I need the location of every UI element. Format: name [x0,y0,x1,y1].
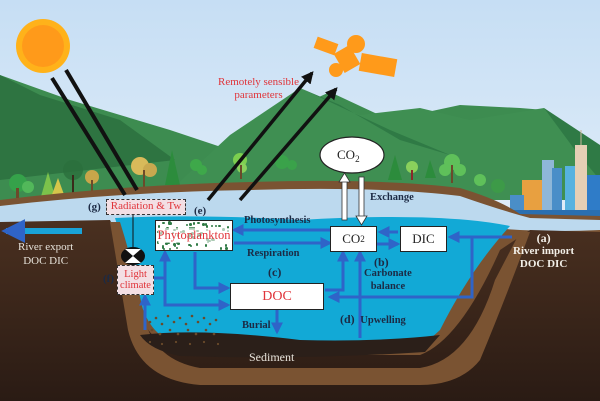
soil-band [110,222,530,385]
respiration-label: Respiration [247,248,300,259]
tag-f: (f) [103,273,114,285]
radiation-box: Radiation & Tw [106,199,186,215]
phytoplankton-dot [224,244,228,247]
river-export-line2: DOC DIC [23,255,69,267]
phytoplankton-dot [225,247,228,250]
secchi-disk-icon [121,247,145,265]
remote-sensing-ray-1 [206,71,314,202]
light-climate-box: Light climate [117,265,154,295]
phytoplankton-dot [162,247,166,250]
remote-sensing-ray-2 [238,87,338,202]
atmospheric-co2-node [319,136,385,174]
dic-box: DIC [400,226,447,252]
upwelling-text: Upwelling [360,315,406,326]
carbonate-line1: Carbonate [364,268,412,279]
atmospheric-co2-subscript: 2 [355,154,360,164]
trees-right [388,154,505,193]
sediment-label: Sediment [249,350,295,364]
river-import-label: (a) River import DOC DIC [513,232,574,270]
phytoplankton-label: Phytoplankton [157,228,231,243]
phytoplankton-dot [218,224,221,228]
exchange-arrows [338,172,368,226]
phytoplankton-dot [167,241,170,245]
arrow-river-import [327,235,512,303]
sun-ray-2 [64,68,139,192]
exchange-label: Exchange [370,192,414,203]
sun-ray-1 [50,76,127,197]
light-climate-line2: climate [120,280,151,291]
phytoplankton-dot [168,247,172,250]
phytoplankton-dot [173,243,176,246]
remote-sensing-label: Remotely sensible parameters [218,77,299,101]
phytoplankton-box: Phytoplankton [155,220,233,251]
mountain-middle-shade [300,88,450,155]
carbonate-line2: balance [370,280,406,292]
phytoplankton-dot [195,243,199,246]
atmospheric-co2-label: CO2 [337,148,360,164]
water-co2-base: CO [342,231,361,246]
flow-arrows [139,224,512,338]
city-skyline [505,130,600,216]
phytoplankton-dot [165,242,168,245]
phytoplankton-dot [175,246,179,250]
tag-g: (g) [88,201,101,213]
phytoplankton-dot [214,224,217,228]
water-co2-subscript: 2 [360,234,365,244]
phytoplankton-dot [205,225,209,228]
radiation-label: Radiation & Tw [110,200,182,213]
phytoplankton-dot [204,244,208,247]
doc-label: DOC [262,288,292,304]
phytoplankton-dot [173,244,177,248]
arrow-doc-to-co2 [325,249,349,292]
phytoplankton-dot [204,223,208,226]
phytoplankton-dot [161,246,165,249]
phytoplankton-dot [210,224,214,228]
river-import-line1: River import [513,245,575,257]
phytoplankton-dot [162,221,165,225]
phytoplankton-dot [192,222,196,225]
tag-e: (e) [194,205,207,217]
sediment-particles [148,314,220,346]
phytoplankton-dot [189,223,192,226]
remote-sensing-line2: parameters [234,89,283,101]
tag-b: (b) [374,255,389,269]
mountain-middle [160,88,600,200]
phytoplankton-dot [161,244,165,248]
phytoplankton-dot [157,225,161,228]
phytoplankton-dot [202,223,205,226]
phytoplankton-dot [188,243,191,247]
sediment-layer [140,332,440,358]
doc-box: DOC [230,283,324,310]
light-climate-line1: Light [124,268,147,280]
phytoplankton-dot [226,226,230,229]
sun-icon [16,19,70,73]
phytoplankton-dot [219,247,223,250]
mountain-left-shade [0,75,175,180]
upwelling-label: (d) Upwelling [340,313,406,327]
tag-d: (d) [340,312,355,326]
tag-a: (a) [536,231,551,245]
atmospheric-co2-base: CO [337,147,356,162]
carbonate-balance-label: (b) Carbonate balance [364,256,412,292]
river-export-label: River export DOC DIC [18,242,73,267]
dic-label: DIC [412,231,435,246]
phytoplankton-dot [197,221,200,225]
phytoplankton-dot [189,244,193,248]
phytoplankton-dot [168,221,171,224]
photosynthesis-label: Photosynthesis [244,215,311,226]
river-import-line2: DOC DIC [519,258,568,270]
phytoplankton-dot [185,223,189,227]
tag-c: (c) [268,265,282,279]
remote-sensing-line1: Remotely sensible [218,76,299,88]
burial-label: Burial [242,320,271,331]
river-export-line1: River export [18,241,74,253]
arrow-light-to-doc [163,278,231,311]
satellite-icon [313,35,398,77]
